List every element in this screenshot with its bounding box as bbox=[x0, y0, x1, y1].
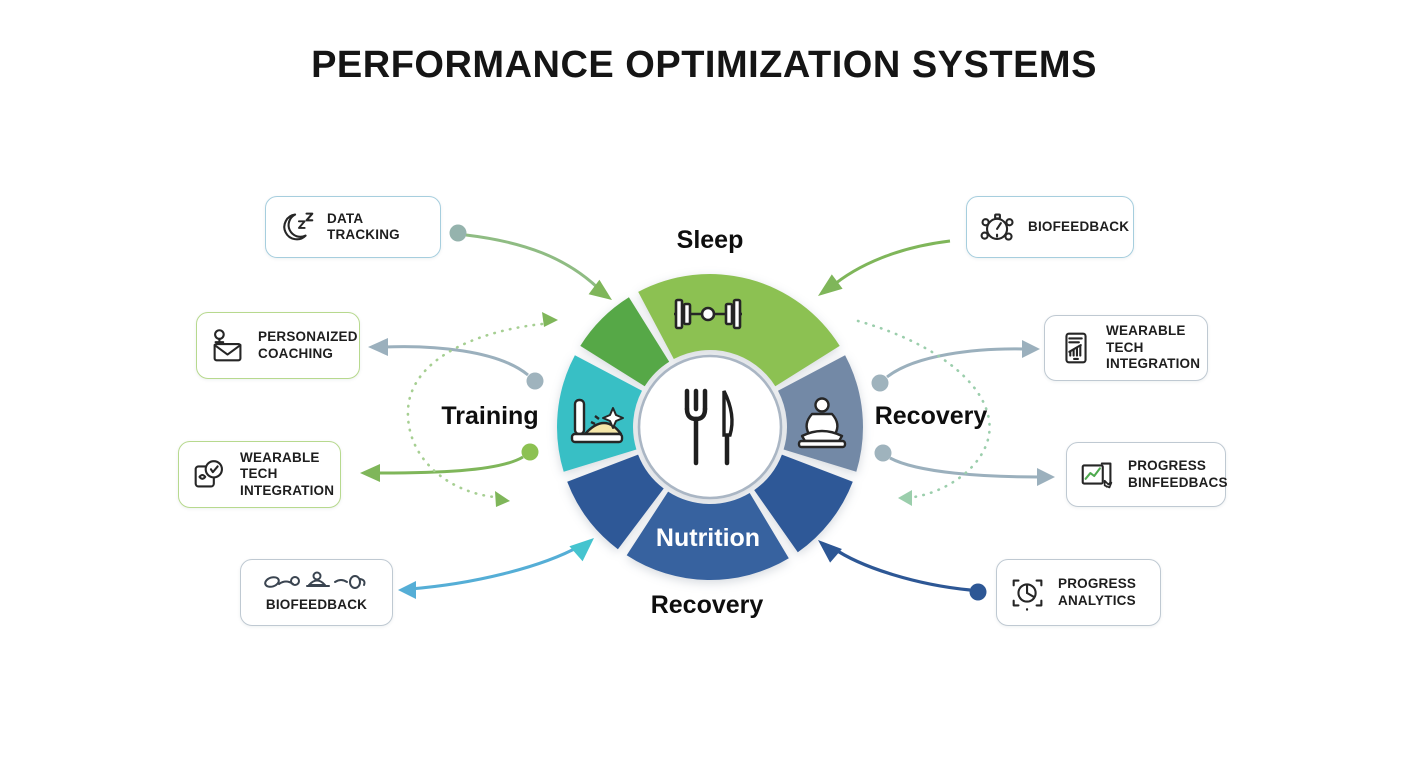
arrowhead-icon bbox=[898, 490, 912, 506]
arrowhead-icon bbox=[1037, 468, 1055, 486]
moon-zz-icon bbox=[276, 207, 318, 247]
segment-nutrition-center bbox=[626, 491, 789, 581]
segment-nutrition-right bbox=[754, 454, 853, 553]
phone-chart-icon bbox=[1055, 328, 1097, 368]
fork-knife-icon bbox=[684, 388, 734, 466]
box-wearable-tech-right: WEARABLE TECH INTEGRATION bbox=[1044, 315, 1208, 381]
box-biofeedback-left: BIOFEEDBACK bbox=[240, 559, 393, 626]
nutrition-label: Nutrition bbox=[656, 524, 760, 552]
smartwatch-icon bbox=[189, 455, 231, 495]
box-biofeedback-right: BIOFEEDBACK bbox=[966, 196, 1134, 258]
label-recovery-bottom: Recovery bbox=[650, 591, 764, 619]
box-label: BIOFEEDBACK bbox=[265, 597, 368, 613]
progress-chart-icon bbox=[1077, 455, 1119, 495]
arrow-donut-to-progress-binfeedbacs bbox=[889, 456, 1040, 479]
performance-donut: Nutrition bbox=[557, 274, 863, 581]
box-label: BIOFEEDBACK bbox=[1028, 218, 1130, 234]
dumbbell-icon bbox=[674, 298, 742, 330]
page-title: PERFORMANCE OPTIMIZATION SYSTEMS bbox=[311, 44, 1097, 86]
arrowhead-icon bbox=[495, 491, 510, 507]
donut-center-circle bbox=[637, 354, 783, 500]
segment-sleep-secondary bbox=[580, 297, 670, 387]
box-progress-analytics: PROGRESS ANALYTICS bbox=[996, 559, 1161, 626]
bed-rest-icon bbox=[570, 398, 624, 444]
box-label: WEARABLE TECH INTEGRATION bbox=[240, 449, 335, 498]
box-wearable-tech-left: WEARABLE TECH INTEGRATION bbox=[178, 441, 341, 508]
segment-nutrition-left bbox=[567, 454, 664, 550]
arrowhead-icon bbox=[398, 581, 416, 599]
meditation-icon bbox=[797, 397, 847, 449]
arrowhead-icon bbox=[360, 464, 380, 482]
box-personaized-coaching: PERSONAIZED COACHING bbox=[196, 312, 360, 379]
arrowhead-icon bbox=[1022, 340, 1040, 358]
arrow-donut-to-wearable-left bbox=[377, 455, 524, 475]
label-recovery-right: Recovery bbox=[874, 402, 988, 430]
box-label: WEARABLE TECH INTEGRATION bbox=[1106, 323, 1201, 372]
box-label: DATA TRACKING bbox=[327, 210, 400, 242]
label-training: Training bbox=[441, 402, 539, 430]
stopwatch-icon bbox=[977, 207, 1019, 247]
box-label: PROGRESS ANALYTICS bbox=[1058, 576, 1137, 608]
arrow-donut-to-coaching bbox=[383, 345, 529, 377]
arrowhead-icon bbox=[368, 338, 388, 356]
stretch-figures-icon bbox=[263, 571, 371, 595]
segment-sleep-main bbox=[638, 274, 840, 387]
box-progress-binfeedbacs: PROGRESS BINFEEDBACS bbox=[1066, 442, 1228, 507]
coach-envelope-icon bbox=[207, 326, 249, 366]
box-label: PROGRESS BINFEEDBACS bbox=[1128, 458, 1228, 490]
connector-dot bbox=[969, 583, 987, 601]
pie-brackets-icon bbox=[1007, 573, 1049, 613]
label-sleep: Sleep bbox=[676, 226, 744, 254]
box-data-tracking: DATA TRACKING bbox=[265, 196, 441, 258]
box-label: PERSONAIZED COACHING bbox=[258, 329, 358, 361]
connector-dot bbox=[449, 224, 467, 242]
arrow-donut-to-wearable-right bbox=[886, 347, 1025, 379]
connector-dot bbox=[521, 443, 539, 461]
